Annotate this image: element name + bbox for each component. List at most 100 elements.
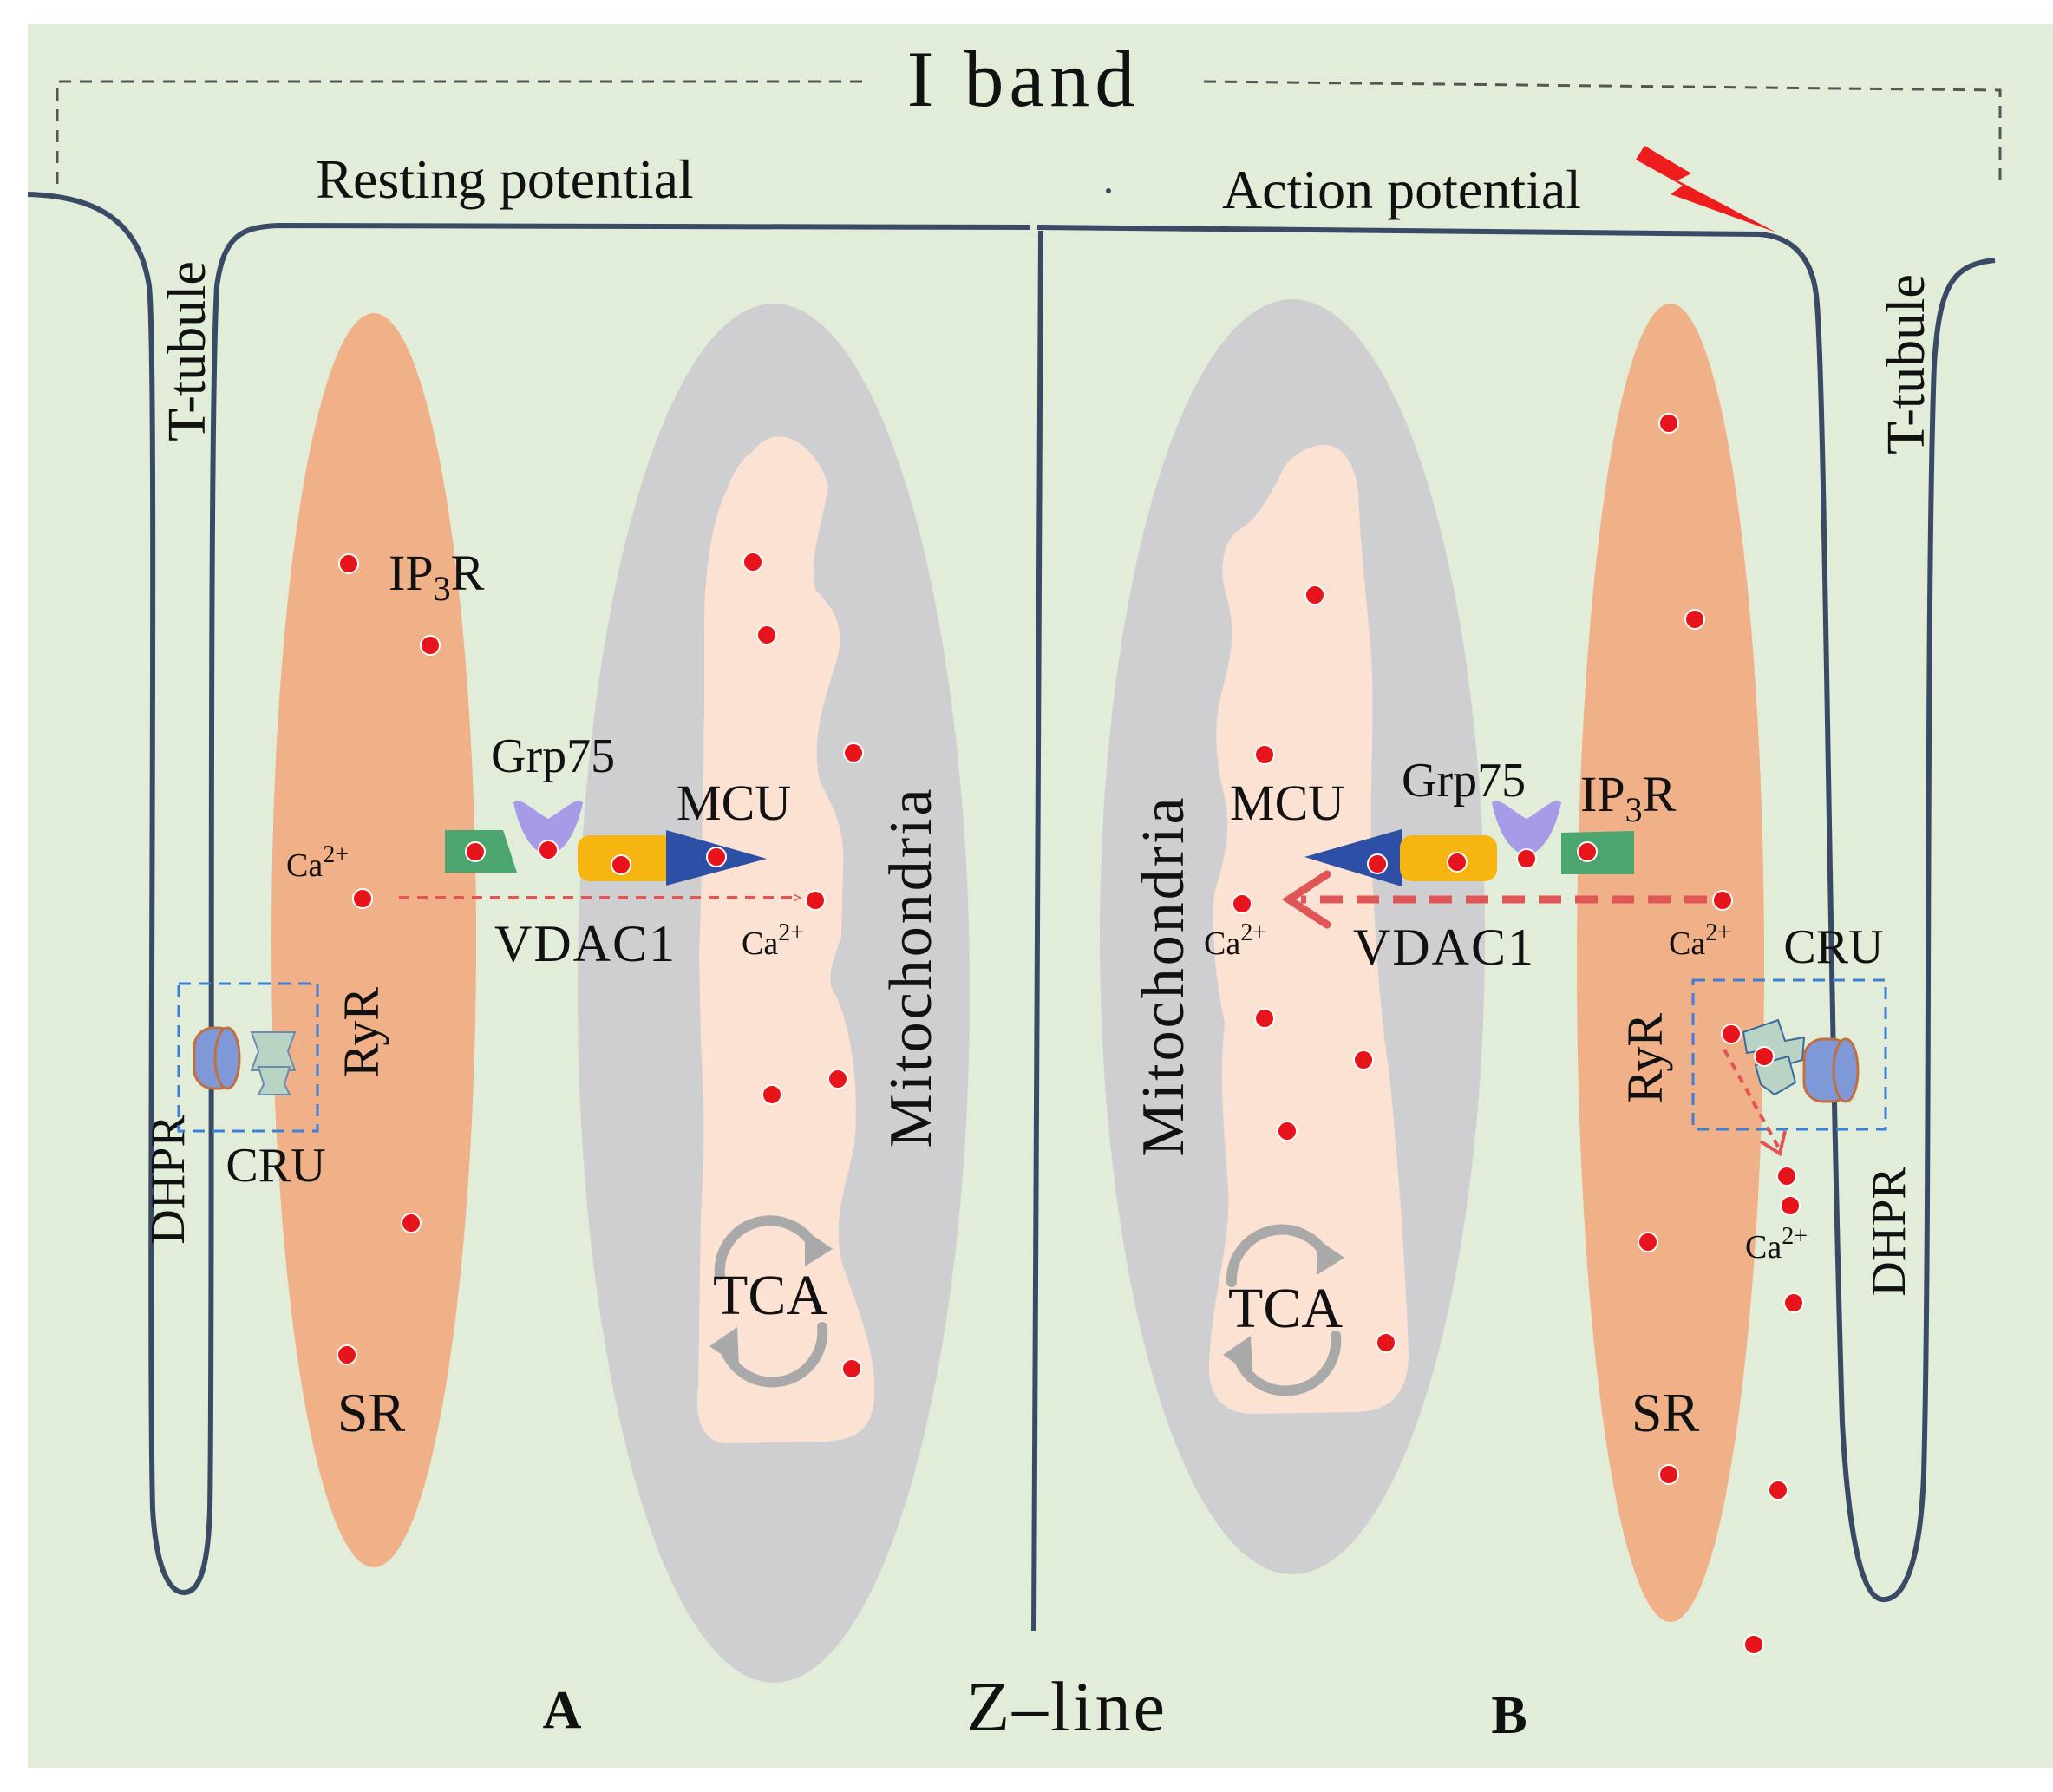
lightning-icon	[1636, 146, 1776, 232]
calcium-ion	[1516, 848, 1537, 869]
vdac1-label-a: VDAC1	[494, 915, 677, 972]
z-line-dot	[1106, 188, 1111, 193]
calcium-ion	[1783, 1292, 1804, 1313]
calcium-ion	[706, 847, 727, 867]
t-tubule-label-a: T-tubule	[158, 261, 217, 441]
tca-label-a: TCA	[713, 1264, 827, 1327]
z-line-label: Z–line	[966, 1667, 1167, 1746]
sr-label-a: SR	[337, 1382, 406, 1443]
calcium-ion	[1712, 890, 1733, 911]
ca-flux-arrowhead-b	[1281, 870, 1331, 929]
calcium-ion	[1353, 1050, 1374, 1070]
cru-box-b	[1691, 978, 1887, 1131]
sr-label-b: SR	[1631, 1382, 1700, 1443]
calcium-ion	[1776, 1166, 1797, 1187]
calcium-ion	[742, 552, 763, 572]
calcium-ion	[1447, 852, 1468, 873]
t-tubule-membrane-a	[27, 192, 1031, 1596]
grp75-label-b: Grp75	[1402, 754, 1526, 808]
calcium-ion	[1743, 1634, 1764, 1655]
ca-release-arrow-b	[1723, 1049, 1780, 1148]
calcium-ion	[843, 742, 864, 763]
cru-label-b: CRU	[1783, 920, 1883, 974]
calcium-ion	[1780, 1195, 1801, 1216]
sr-b	[1577, 304, 1764, 1622]
calcium-ions	[337, 413, 1804, 1655]
cru-label-a: CRU	[226, 1139, 325, 1193]
sr-a	[271, 313, 476, 1567]
ryr-label-b: RyR	[1617, 1013, 1673, 1103]
tca-cycle-arrowheads-b	[1223, 1239, 1344, 1375]
action-potential-label: Action potential	[1222, 159, 1581, 220]
t-tubule-label-b: T-tubule	[1877, 274, 1936, 455]
panel-b-letter: B	[1491, 1686, 1527, 1745]
tca-cycle-arrows-b	[1226, 1224, 1342, 1396]
dhpr-label-a: DHPR	[141, 1115, 195, 1245]
z-line	[1031, 230, 1043, 1632]
panel-a-letter: A	[543, 1681, 582, 1740]
i-band-bracket	[56, 80, 2002, 184]
grp75-label-a: Grp75	[491, 729, 615, 783]
calcium-ion	[1277, 1121, 1298, 1141]
calcium-ion	[1684, 609, 1705, 630]
ca-label-mito-b: Ca2+	[1204, 919, 1266, 962]
calcium-ion	[338, 553, 359, 574]
calcium-ion	[1658, 413, 1679, 434]
calcium-ion	[1254, 1008, 1275, 1029]
calcium-ion	[352, 888, 373, 909]
ryr-channel-a	[250, 1031, 297, 1095]
cru-box-a	[177, 982, 319, 1133]
calcium-ion	[1754, 1046, 1775, 1067]
calcium-ion	[762, 1084, 782, 1105]
t-tubule-membrane-b	[1036, 225, 1996, 1603]
grp75-b	[1492, 801, 1561, 855]
ip3r-label-b: IP3R	[1580, 766, 1677, 829]
calcium-ion	[611, 854, 631, 875]
mcu-label-a: MCU	[677, 775, 791, 831]
mitochondria-label-a: Mitochondria	[878, 786, 945, 1148]
calcium-ion	[1376, 1332, 1396, 1353]
calcium-ion	[1304, 585, 1325, 605]
calcium-ion	[1367, 853, 1388, 874]
dhpr-channel-a	[193, 1026, 241, 1090]
calcium-ion	[538, 840, 559, 860]
calcium-ion	[1721, 1024, 1742, 1044]
mitochondria-label-b: Mitochondria	[1130, 795, 1197, 1156]
calcium-ion	[1638, 1232, 1658, 1252]
tca-cycle-arrowheads-a	[709, 1230, 833, 1366]
calcium-ion	[1254, 744, 1275, 765]
calcium-ion	[841, 1358, 862, 1379]
vdac1-label-b: VDAC1	[1353, 919, 1535, 976]
mcu-label-b: MCU	[1230, 775, 1344, 831]
ca-label-mito-a: Ca2+	[742, 919, 804, 962]
ca-label-sr-a: Ca2+	[286, 841, 349, 884]
resting-potential-label: Resting potential	[316, 148, 694, 210]
grp75-a	[513, 801, 583, 855]
calcium-ion	[1768, 1480, 1788, 1501]
ip3r-channel-b	[1561, 831, 1634, 874]
calcium-ion	[756, 625, 777, 645]
calcium-ion	[1232, 893, 1252, 914]
dhpr-channel-b	[1802, 1037, 1860, 1103]
calcium-ion	[1658, 1464, 1679, 1485]
dhpr-label-b: DHPR	[1862, 1167, 1916, 1297]
ca-label-release-b: Ca2+	[1745, 1223, 1808, 1266]
tca-cycle-arrows-a	[714, 1215, 828, 1388]
calcium-ion	[420, 635, 441, 656]
ryr-label-a: RyR	[333, 987, 389, 1077]
calcium-ion	[1577, 841, 1598, 862]
mitochondria-matrix-a	[696, 436, 875, 1444]
ca-label-sr-b: Ca2+	[1669, 919, 1731, 962]
calcium-ion	[465, 841, 486, 862]
mitochondria-matrix-b	[1208, 444, 1409, 1414]
tca-label-b: TCA	[1228, 1277, 1343, 1340]
calcium-ion	[401, 1213, 422, 1233]
ip3r-label-a: IP3R	[389, 545, 485, 608]
calcium-ion	[337, 1344, 357, 1365]
calcium-ion	[805, 890, 826, 911]
ca-release-arrowhead-b	[1759, 1130, 1787, 1157]
calcium-ion	[827, 1069, 848, 1089]
i-band-label: I band	[907, 35, 1140, 123]
